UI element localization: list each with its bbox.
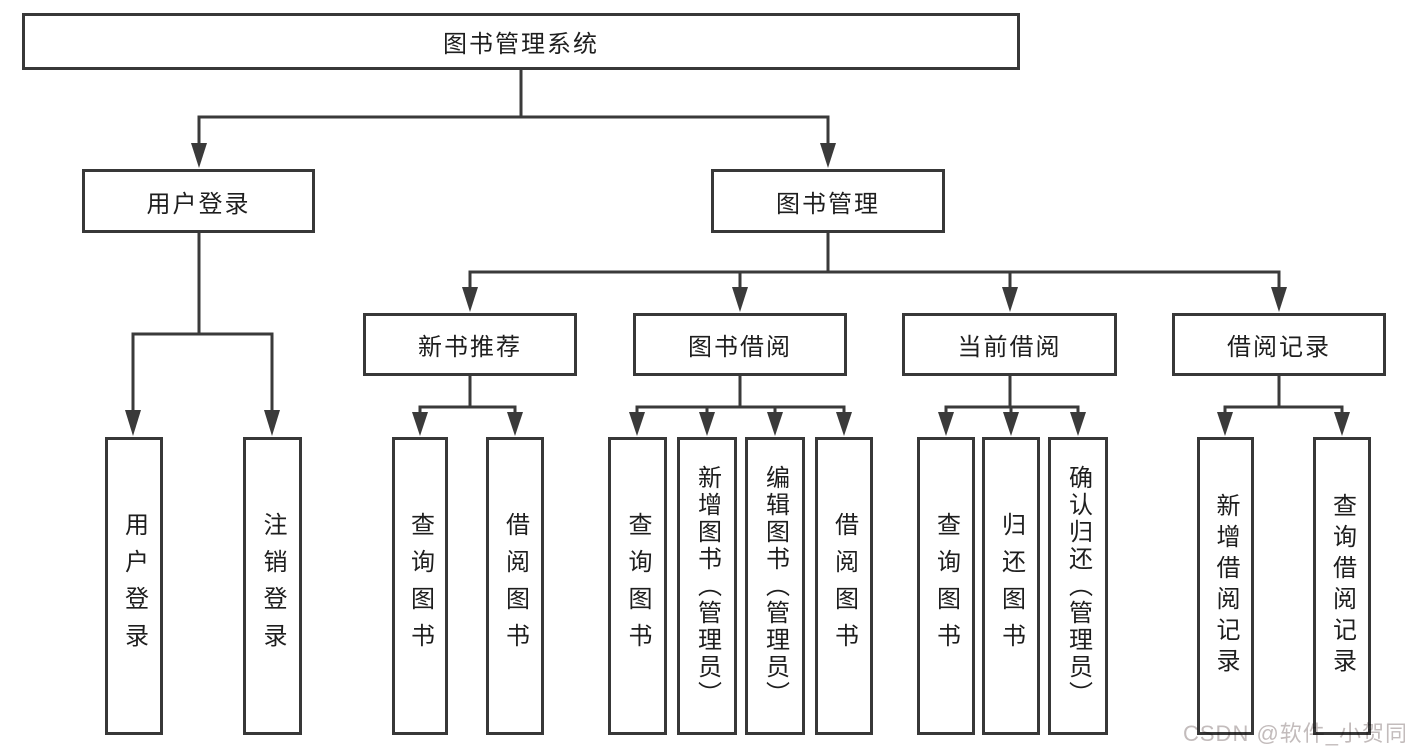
node-current-borrow: 当前借阅 (902, 313, 1117, 376)
node-user-login: 用户登录 (82, 169, 315, 233)
leaf-query-books-borrow: 查询图书 (608, 437, 667, 735)
leaf-borrow-books: 借阅图书 (815, 437, 873, 735)
branch-user-login (125, 230, 280, 436)
node-borrow-records: 借阅记录 (1172, 313, 1386, 376)
leaf-add-borrow-record: 新增借阅记录 (1197, 437, 1254, 735)
leaf-logout-login: 注销登录 (243, 437, 302, 735)
leaf-query-borrow-record: 查询借阅记录 (1313, 437, 1371, 735)
leaf-query-books-newbook: 查询图书 (392, 437, 448, 735)
leaf-borrow-books-newbook: 借阅图书 (486, 437, 544, 735)
branch-current-borrow (938, 374, 1086, 436)
branch-book-management (462, 230, 1287, 312)
node-root-library-system: 图书管理系统 (22, 13, 1020, 70)
leaf-edit-book-admin: 编辑图书（管理员） (745, 437, 805, 735)
leaf-confirm-return-admin: 确认归还（管理员） (1048, 437, 1108, 735)
node-new-book-recommend: 新书推荐 (363, 313, 577, 376)
leaf-return-book: 归还图书 (982, 437, 1040, 735)
node-book-management: 图书管理 (711, 169, 945, 233)
branch-book-borrow (629, 374, 852, 436)
branch-root (191, 67, 836, 168)
node-book-borrow: 图书借阅 (633, 313, 847, 376)
leaf-add-book-admin: 新增图书（管理员） (677, 437, 737, 735)
leaf-user-login: 用户登录 (105, 437, 163, 735)
branch-borrow-records (1217, 374, 1350, 436)
leaf-query-books-current: 查询图书 (917, 437, 975, 735)
branch-new-book (412, 374, 523, 436)
csdn-watermark: CSDN @软件_小贺同学 (1183, 721, 1405, 746)
